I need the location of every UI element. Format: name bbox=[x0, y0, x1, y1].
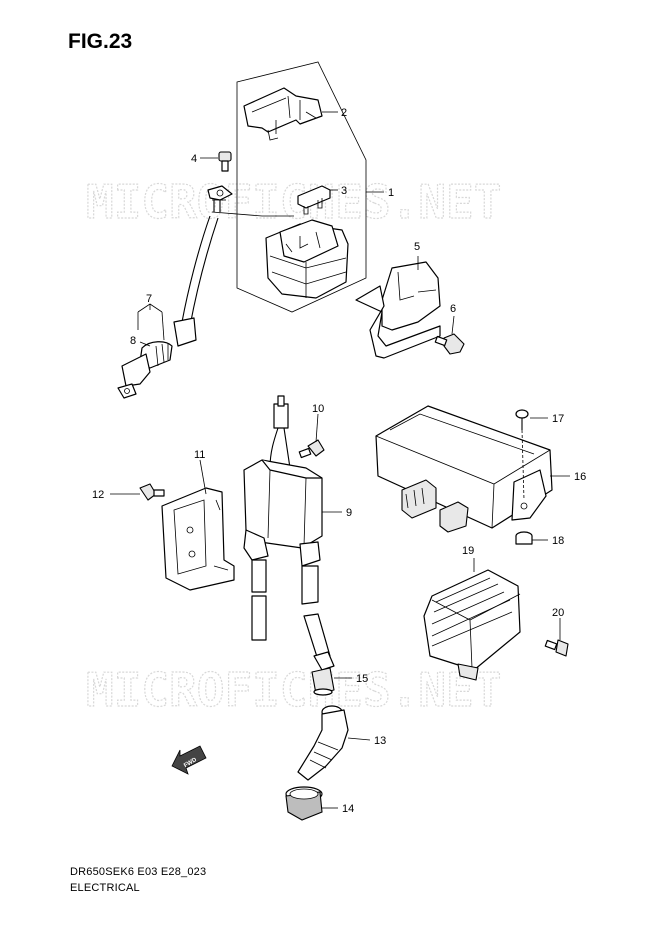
regulator-rectifier bbox=[423, 569, 521, 681]
bolt-10 bbox=[298, 439, 325, 459]
callout-10: 10 bbox=[312, 403, 324, 415]
relay-bracket bbox=[355, 261, 441, 359]
callout-7: 7 bbox=[146, 293, 152, 305]
leader-lines bbox=[110, 111, 570, 809]
callout-4: 4 bbox=[191, 153, 197, 165]
fwd-direction-arrow: FWD bbox=[171, 745, 207, 775]
callout-18: 18 bbox=[552, 535, 564, 547]
callout-8: 8 bbox=[130, 335, 136, 347]
callout-16: 16 bbox=[574, 471, 586, 483]
callout-17: 17 bbox=[552, 413, 564, 425]
callout-19: 19 bbox=[462, 545, 474, 557]
callout-labels: 1 2 3 4 5 6 7 8 9 10 11 12 13 14 15 16 1… bbox=[92, 107, 586, 815]
callout-5: 5 bbox=[414, 241, 420, 253]
screw-17 bbox=[515, 409, 529, 501]
figure-title: FIG.23 bbox=[68, 30, 133, 53]
cdi-unit bbox=[375, 405, 553, 533]
bolt-20 bbox=[544, 639, 569, 657]
callout-14: 14 bbox=[342, 803, 354, 815]
callout-12: 12 bbox=[92, 489, 104, 501]
starter-relay-assembly bbox=[211, 61, 367, 313]
callout-15: 15 bbox=[356, 673, 368, 685]
callout-2: 2 bbox=[341, 107, 347, 119]
bolt-4 bbox=[218, 151, 232, 172]
model-code: DR650SEK6 E03 E28_023 bbox=[70, 866, 207, 878]
callout-11: 11 bbox=[194, 449, 205, 461]
ignition-coil bbox=[243, 395, 335, 671]
battery-cable bbox=[117, 185, 233, 399]
watermark-bottom: MICROFICHES.NET bbox=[86, 663, 501, 717]
rubber-cap-15 bbox=[311, 667, 335, 696]
callout-20: 20 bbox=[552, 607, 564, 619]
callout-13: 13 bbox=[374, 735, 386, 747]
bolt-6 bbox=[434, 333, 465, 355]
coil-bracket bbox=[161, 487, 235, 591]
section-name: ELECTRICAL bbox=[70, 882, 140, 894]
bolt-12 bbox=[139, 483, 165, 501]
watermark-top: MICROFICHES.NET bbox=[86, 175, 501, 229]
callout-6: 6 bbox=[450, 303, 456, 315]
plug-boot bbox=[285, 786, 323, 821]
callout-1: 1 bbox=[388, 187, 394, 199]
grommet-18 bbox=[515, 531, 533, 545]
callout-3: 3 bbox=[341, 185, 347, 197]
callout-9: 9 bbox=[346, 507, 352, 519]
spark-plug-cap bbox=[297, 705, 349, 781]
